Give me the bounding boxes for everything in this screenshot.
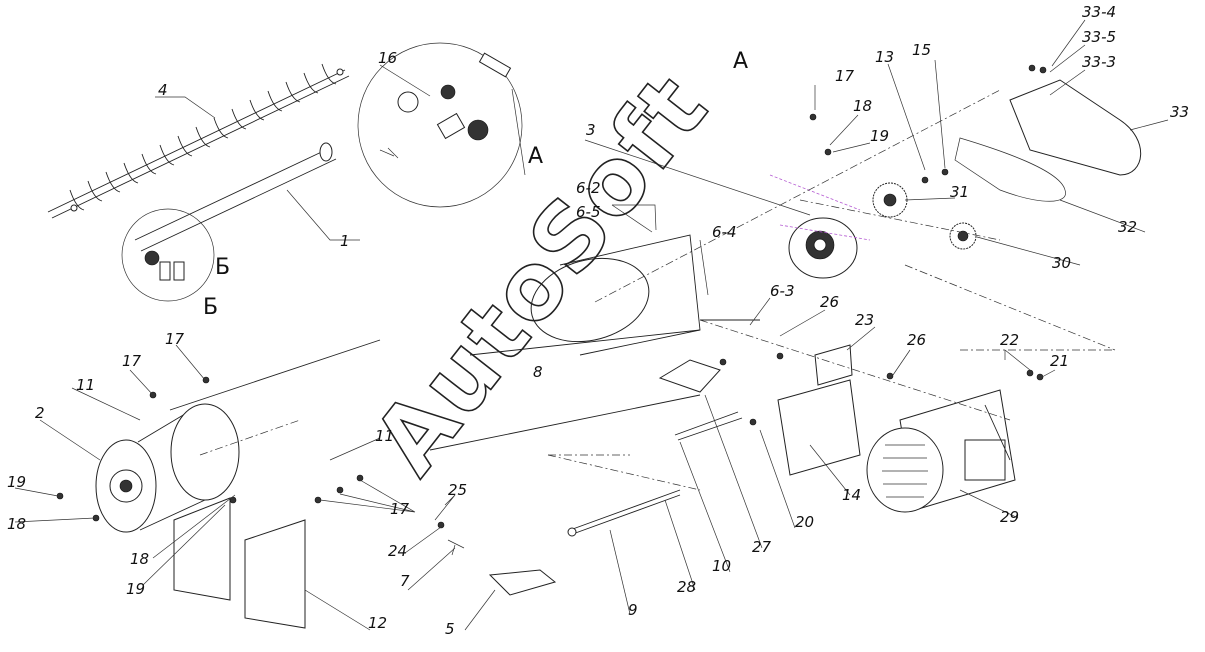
label-6-2: 6-2 bbox=[576, 179, 601, 197]
drive-chain bbox=[954, 137, 1066, 202]
auger-screw bbox=[47, 63, 350, 219]
blade-5 bbox=[488, 569, 557, 596]
label-31: 31 bbox=[950, 183, 969, 201]
label-18b: 18 bbox=[7, 515, 26, 533]
label-26a: 26 bbox=[820, 293, 839, 311]
label-7: 7 bbox=[400, 572, 410, 590]
electric-motor bbox=[866, 389, 1016, 513]
label-10: 10 bbox=[712, 557, 731, 575]
label-19c: 19 bbox=[126, 580, 145, 598]
label-6-5: 6-5 bbox=[576, 203, 601, 221]
left-housing bbox=[95, 339, 381, 629]
label-6-4: 6-4 bbox=[712, 223, 737, 241]
detail-view-a bbox=[357, 42, 523, 208]
label-33: 33 bbox=[1170, 103, 1189, 121]
label-4: 4 bbox=[158, 81, 168, 99]
label-14: 14 bbox=[842, 486, 861, 504]
label-8: 8 bbox=[533, 363, 543, 381]
pin-7 bbox=[447, 539, 465, 556]
label-23: 23 bbox=[855, 311, 874, 329]
bolt-24 bbox=[437, 521, 445, 529]
detail-view-b bbox=[121, 208, 215, 302]
label-27: 27 bbox=[752, 538, 772, 556]
sprocket-31 bbox=[872, 182, 908, 218]
label-13: 13 bbox=[875, 48, 894, 66]
motor-mount-plate bbox=[777, 379, 861, 476]
view-b-callout: Б bbox=[215, 255, 230, 280]
part-labels: 4 16 1 3 6-2 6-5 6-4 6-3 26 23 26 22 21 … bbox=[7, 3, 1189, 638]
label-20: 20 bbox=[795, 513, 814, 531]
label-11b: 11 bbox=[375, 427, 394, 445]
label-17c: 17 bbox=[122, 352, 142, 370]
label-11a: 11 bbox=[76, 376, 95, 394]
label-33-5: 33-5 bbox=[1082, 28, 1116, 46]
label-2: 2 bbox=[35, 404, 45, 422]
label-6-3: 6-3 bbox=[770, 282, 795, 300]
label-21: 21 bbox=[1050, 352, 1069, 370]
gear-hub bbox=[769, 174, 871, 279]
label-28: 28 bbox=[677, 578, 696, 596]
auger-tube bbox=[134, 142, 337, 252]
label-24: 24 bbox=[388, 542, 407, 560]
label-15: 15 bbox=[912, 41, 931, 59]
label-32: 32 bbox=[1118, 218, 1137, 236]
label-9: 9 bbox=[628, 601, 638, 619]
assembly-axis-lines bbox=[547, 89, 1116, 491]
label-1: 1 bbox=[340, 232, 350, 250]
label-26b: 26 bbox=[907, 331, 926, 349]
bracket-23 bbox=[814, 344, 853, 386]
label-18c: 18 bbox=[130, 550, 149, 568]
label-19a: 19 bbox=[870, 127, 889, 145]
label-25: 25 bbox=[448, 481, 467, 499]
label-3: 3 bbox=[586, 121, 596, 139]
label-12: 12 bbox=[368, 614, 387, 632]
central-body bbox=[469, 234, 701, 356]
sprocket-30 bbox=[949, 222, 977, 250]
leader-lines bbox=[14, 19, 1169, 631]
label-17b: 17 bbox=[390, 500, 410, 518]
chain-guard bbox=[1009, 79, 1142, 176]
label-29: 29 bbox=[1000, 508, 1019, 526]
label-19b: 19 bbox=[7, 473, 26, 491]
label-16: 16 bbox=[378, 49, 397, 67]
fasteners bbox=[56, 64, 1047, 522]
label-17a: 17 bbox=[835, 67, 855, 85]
label-22: 22 bbox=[1000, 331, 1019, 349]
label-30: 30 bbox=[1052, 254, 1071, 272]
label-18a: 18 bbox=[853, 97, 872, 115]
view-a-title: А bbox=[733, 49, 748, 74]
view-b-title: Б bbox=[203, 295, 218, 320]
label-33-3: 33-3 bbox=[1082, 53, 1116, 71]
label-33-4: 33-4 bbox=[1082, 3, 1116, 21]
label-17d: 17 bbox=[165, 330, 185, 348]
label-5: 5 bbox=[445, 620, 455, 638]
view-a-callout: А bbox=[528, 144, 543, 169]
rods bbox=[429, 319, 760, 537]
